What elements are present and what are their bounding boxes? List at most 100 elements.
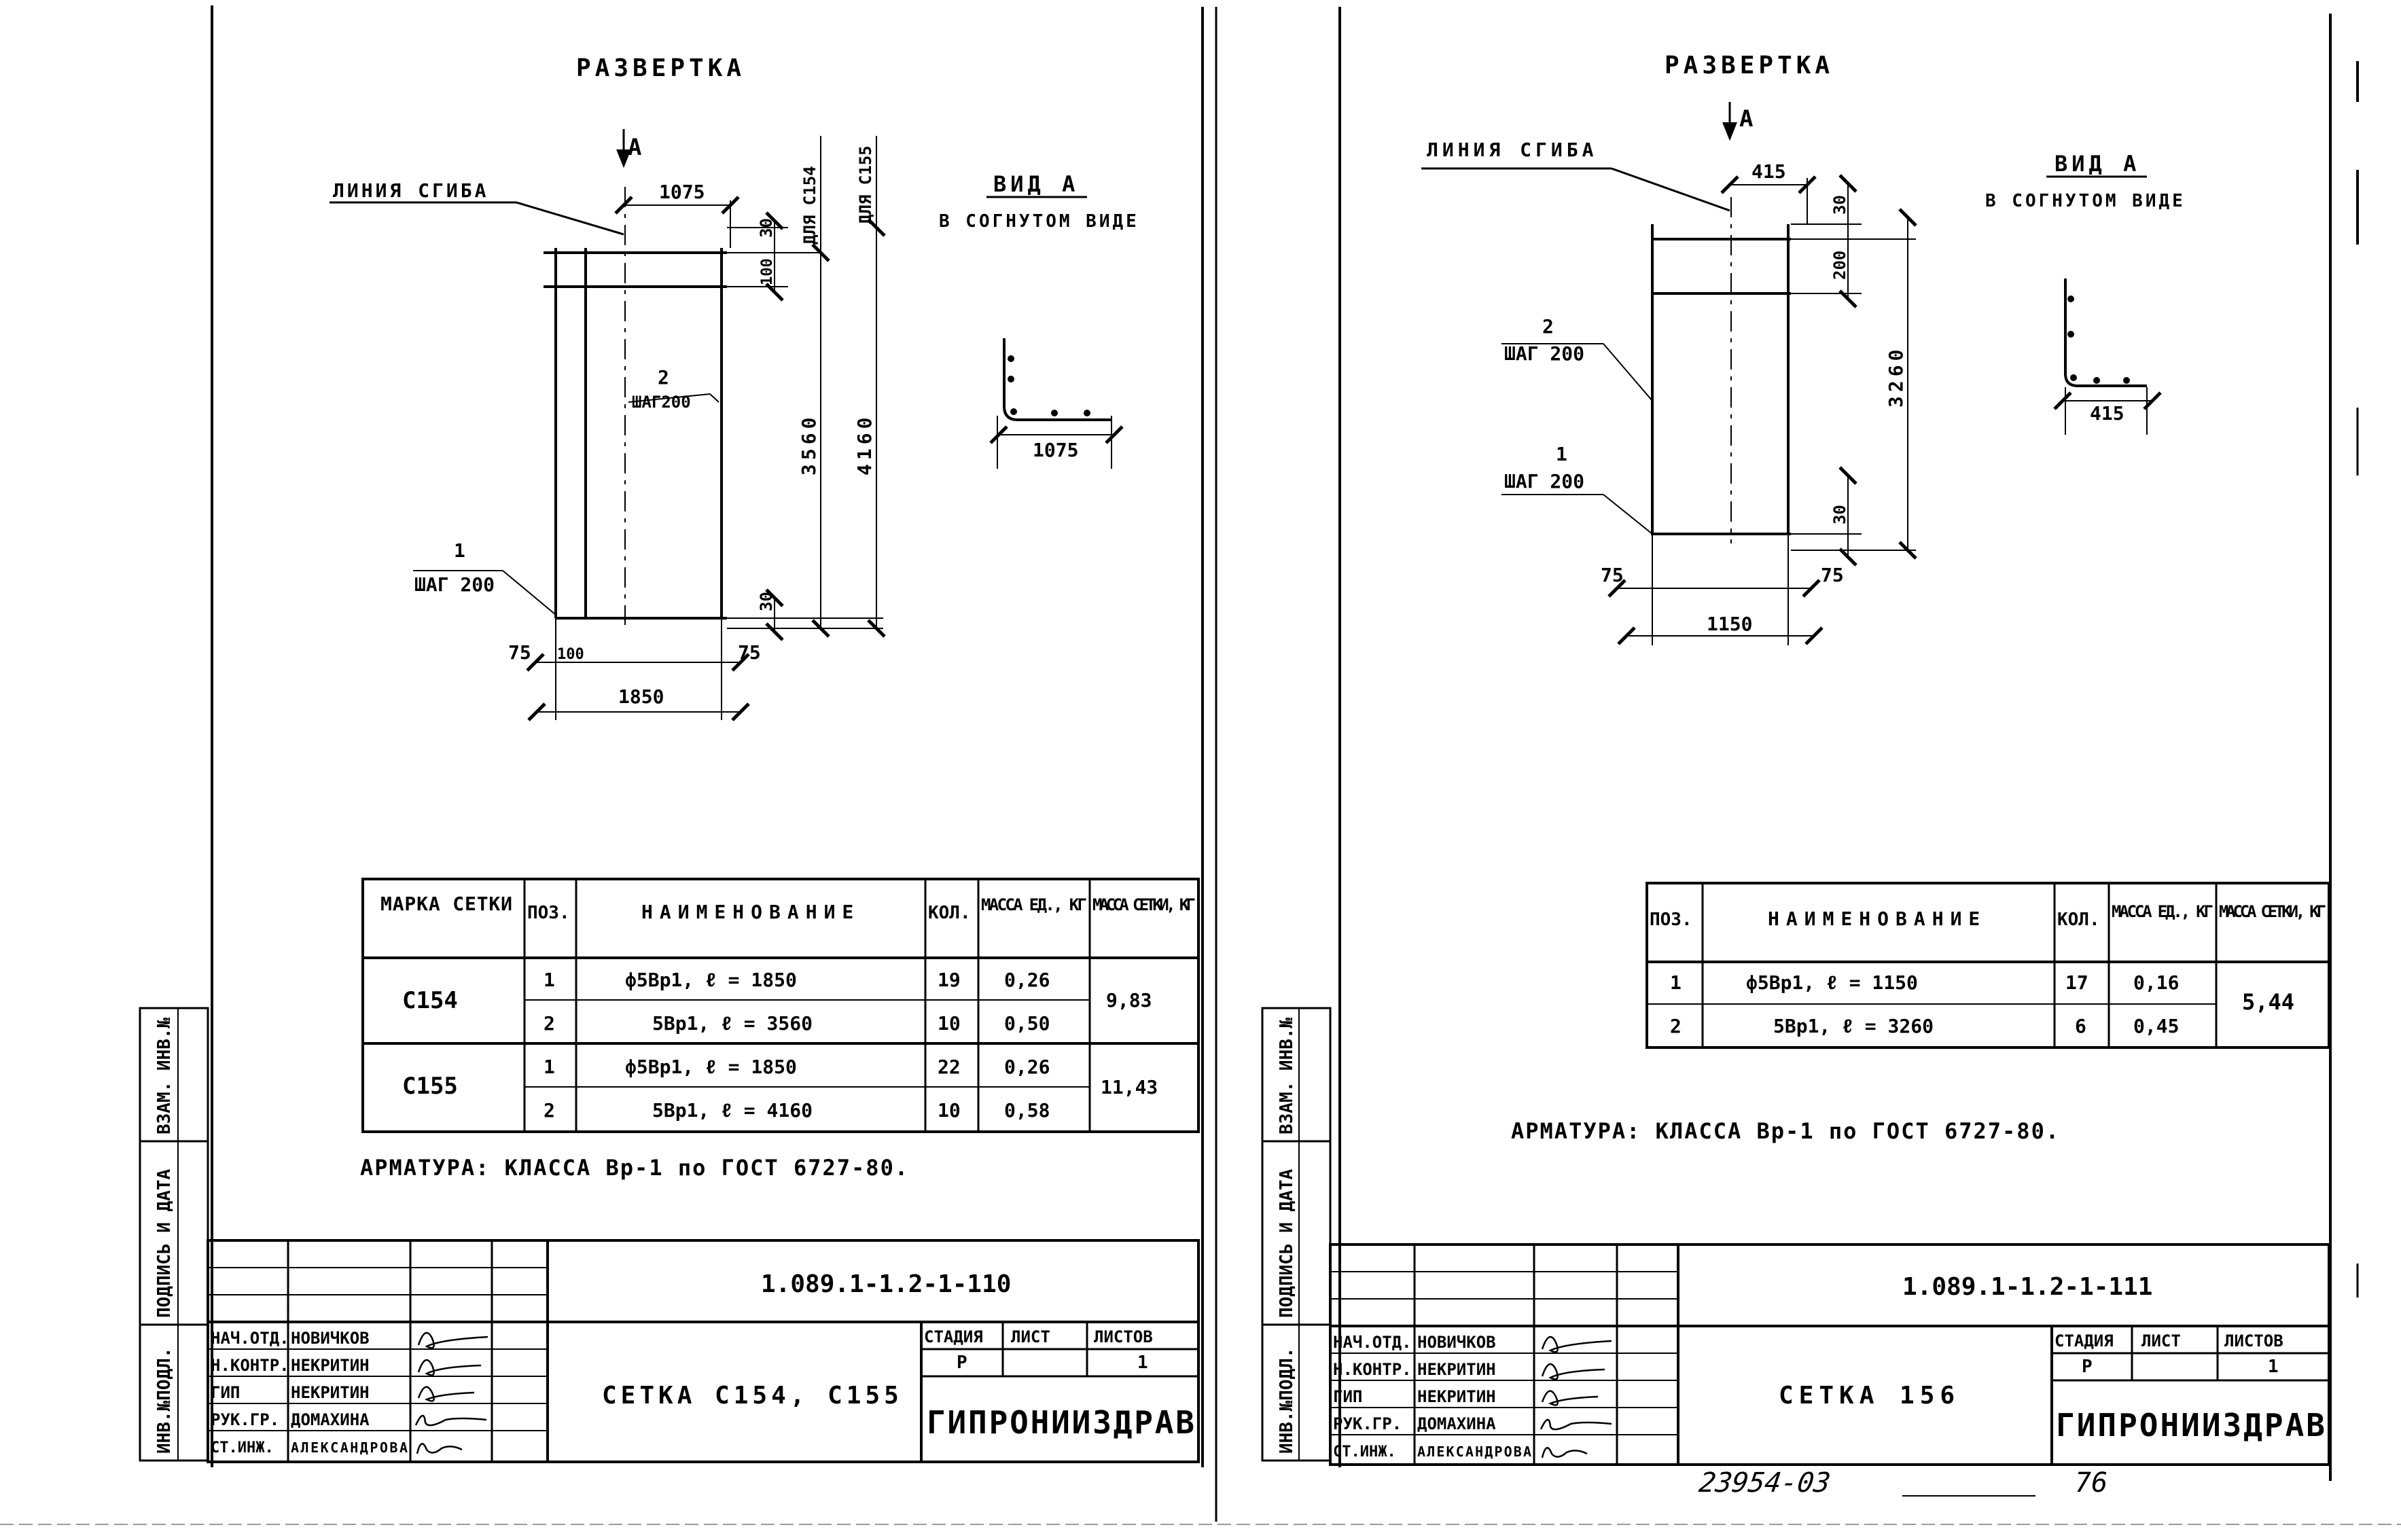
left-row2-name: 5Вр1, ℓ = 3560 [652, 1012, 813, 1035]
right-pos1-step: ШАГ 200 [1504, 470, 1584, 493]
left-side-label-replace: ВЗАМ. ИНВ.№ [154, 1017, 175, 1134]
left-pos2-step: ШАГ200 [632, 393, 691, 412]
left-row2-unit: 0,50 [1004, 1012, 1050, 1035]
left-dim-1850: 1850 [618, 685, 664, 708]
left-signer1-role: НАЧ.ОТД. [211, 1329, 289, 1348]
left-spec-headers: МАРКА СЕТКИ ПОЗ. НАИМЕНОВАНИЕ КОЛ. МАССА… [380, 893, 1196, 923]
right-bend-line-label: ЛИНИЯ СГИБА [1427, 139, 1597, 161]
right-dim-30-top: 30 [1830, 195, 1849, 215]
right-signer4-name: ДОМАХИНА [1417, 1414, 1496, 1433]
right-dim-1150: 1150 [1707, 613, 1752, 635]
left-dim-top: 1075 [659, 181, 705, 203]
right-row2-name: 5Вр1, ℓ = 3260 [1773, 1015, 1934, 1037]
left-dim-for-c155: ДЛЯ С155 [856, 145, 875, 224]
right-signer5-role: СТ.ИНЖ. [1333, 1444, 1396, 1461]
archive-number: 23954-03 [1697, 1467, 1832, 1499]
left-view-mark: А [628, 134, 641, 161]
right-dim-75-right: 75 [1821, 564, 1844, 586]
left-side-labels: ИНВ.№ПОДЛ. ПОДПИСЬ И ДАТА ВЗАМ. ИНВ.№ [154, 1017, 175, 1454]
left-row3-total: 11,43 [1101, 1076, 1158, 1098]
right-side-label-replace: ВЗАМ. ИНВ.№ [1277, 1017, 1297, 1134]
left-signer2-role: Н.КОНТР. [211, 1356, 289, 1375]
left-row4-unit: 0,58 [1004, 1099, 1050, 1122]
right-side-label-sign: ПОДПИСЬ И ДАТА [1277, 1169, 1297, 1318]
left-dim-100: 100 [759, 258, 776, 285]
right-side-labels: ИНВ.№ПОДЛ. ПОДПИСЬ И ДАТА ВЗАМ. ИНВ.№ [1277, 1017, 1297, 1454]
right-signatures [1540, 1336, 1612, 1458]
right-row1-pos: 1 [1670, 971, 1682, 994]
right-side-label-inv: ИНВ.№ПОДЛ. [1277, 1347, 1297, 1454]
right-development [1421, 102, 1917, 645]
left-org: ГИПРОНИИЗДРАВ [927, 1404, 1194, 1441]
right-signer5-name: АЛЕКСАНДРОВА [1417, 1444, 1531, 1460]
left-bend-line-label: ЛИНИЯ СГИБА [333, 179, 488, 202]
right-signer3-name: НЕКРИТИН [1417, 1387, 1496, 1406]
right-sheets-total: 1 [2268, 1357, 2279, 1377]
right-row1-total: 5,44 [2242, 989, 2294, 1015]
left-title-block [207, 1239, 1200, 1463]
left-row1-name: ф5Вр1, ℓ = 1850 [625, 969, 797, 991]
right-title-block-text: 1.089.1-1.2-1-111 СЕТКА 156 СТАДИЯ ЛИСТ … [1333, 1273, 2325, 1461]
left-row4-pos: 2 [544, 1099, 555, 1122]
right-signer1-name: НОВИЧКОВ [1417, 1333, 1496, 1352]
right-sheet-name: СЕТКА 156 [1779, 1382, 1960, 1410]
right-dim-top: 415 [1751, 160, 1786, 183]
right-spec-table [1646, 882, 2330, 1049]
left-dim-75-right: 75 [738, 641, 761, 664]
left-view-a-dim: 1075 [1033, 439, 1078, 461]
right-row2-pos: 2 [1670, 1015, 1682, 1037]
right-spec-headers: ПОЗ. НАИМЕНОВАНИЕ КОЛ. МАССА ЕД., КГ МАС… [1650, 902, 2326, 930]
right-header-qty: КОЛ. [2057, 910, 2100, 930]
left-note: АРМАТУРА: КЛАССА Вр-1 по ГОСТ 6727-80. [360, 1155, 909, 1181]
left-sheet [139, 5, 1217, 1522]
left-header-mark: МАРКА СЕТКИ [380, 893, 516, 915]
right-sheet-label: ЛИСТ [2141, 1331, 2181, 1350]
left-title: РАЗВЕРТКА [576, 54, 745, 82]
right-row1-name: ф5Вр1, ℓ = 1150 [1746, 971, 1918, 994]
right-stage-label: СТАДИЯ [2055, 1331, 2114, 1350]
left-dim-3560: 3560 [798, 414, 820, 476]
left-spec-rows: С154 1 ф5Вр1, ℓ = 1850 19 0,26 9,83 2 5В… [402, 969, 1158, 1122]
left-signer3-name: НЕКРИТИН [291, 1383, 370, 1402]
left-stage: Р [957, 1353, 967, 1373]
right-signer2-role: Н.КОНТР. [1333, 1360, 1412, 1379]
page-number: 76 [2075, 1467, 2107, 1499]
right-sheet [1261, 7, 2359, 1481]
right-view-a-sub: В СОГНУТОМ ВИДЕ [1985, 191, 2186, 211]
right-row1-qty: 17 [2065, 971, 2088, 994]
right-dimension-labels: А ЛИНИЯ СГИБА 415 30 200 3260 2 ШАГ 200 … [1427, 105, 1907, 635]
left-sheets-label: ЛИСТОВ [1094, 1327, 1153, 1346]
left-spec-table [361, 878, 1200, 1133]
left-header-pos: ПОЗ. [527, 903, 570, 923]
left-dim-4160: 4160 [853, 414, 876, 476]
right-row1-unit: 0,16 [2133, 971, 2179, 994]
right-header-total-mass: МАССА СЕТКИ, КГ [2219, 902, 2326, 921]
left-row2-pos: 2 [544, 1012, 555, 1035]
right-row2-qty: 6 [2075, 1015, 2086, 1037]
left-doc-code: 1.089.1-1.2-1-110 [761, 1270, 1011, 1298]
left-row2-qty: 10 [938, 1012, 961, 1035]
left-row3-mark: С155 [402, 1073, 458, 1100]
left-dim-for-c154: ДЛЯ С154 [800, 166, 819, 245]
left-row3-qty: 22 [938, 1056, 961, 1078]
right-signer1-role: НАЧ.ОТД. [1333, 1333, 1412, 1352]
right-header-name: НАИМЕНОВАНИЕ [1768, 908, 1987, 930]
left-signer1-name: НОВИЧКОВ [291, 1329, 370, 1348]
left-row3-unit: 0,26 [1004, 1056, 1050, 1078]
left-sheet-label: ЛИСТ [1011, 1327, 1050, 1346]
right-view-a-dim: 415 [2090, 402, 2124, 425]
right-title: РАЗВЕРТКА [1665, 52, 1834, 79]
right-row2-unit: 0,45 [2133, 1015, 2179, 1037]
right-view-a: ВИД А В СОГНУТОМ ВИДЕ 415 [1985, 151, 2186, 435]
right-org: ГИПРОНИИЗДРАВ [2056, 1407, 2325, 1444]
left-dim-30-top: 30 [757, 218, 776, 238]
left-row1-qty: 19 [938, 969, 961, 991]
left-row1-mark: С154 [402, 987, 458, 1014]
left-row3-name: ф5Вр1, ℓ = 1850 [625, 1056, 797, 1078]
left-sheets-total: 1 [1137, 1353, 1148, 1373]
left-view-a: ВИД А В СОГНУТОМ ВИДЕ 1075 [939, 171, 1137, 469]
right-sheets-label: ЛИСТОВ [2224, 1331, 2283, 1350]
left-row4-name: 5Вр1, ℓ = 4160 [652, 1099, 813, 1122]
left-side-label-sign: ПОДПИСЬ И ДАТА [154, 1169, 175, 1318]
